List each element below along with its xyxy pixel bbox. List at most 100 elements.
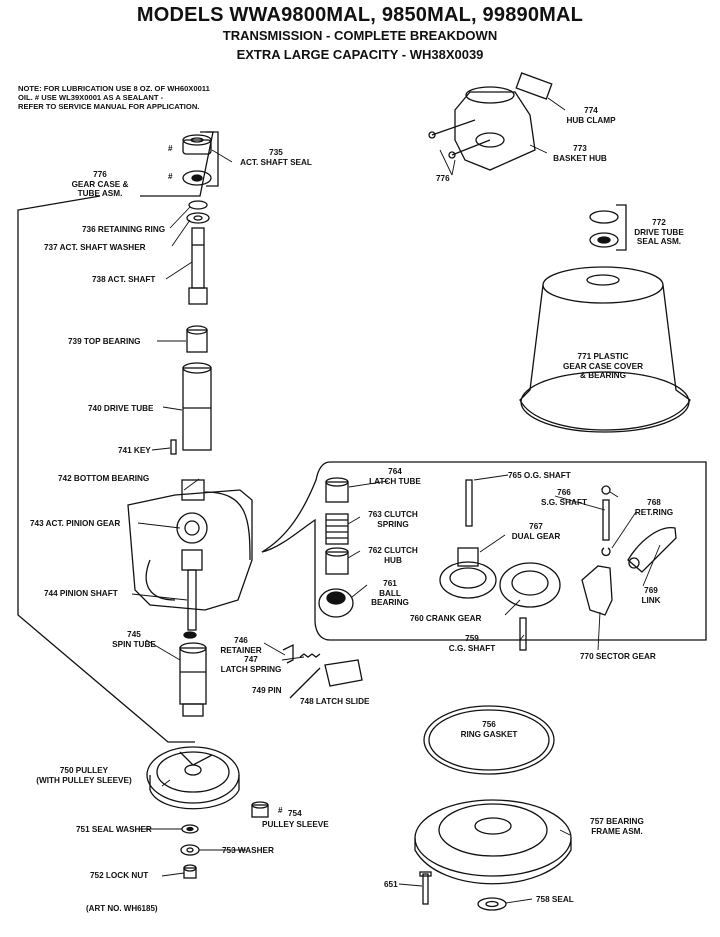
detail-bubble xyxy=(261,461,707,641)
screw xyxy=(419,871,432,905)
label-754-name: PULLEY SLEEVE xyxy=(262,820,329,829)
pulley xyxy=(146,746,240,810)
label-759-name: C.G. SHAFT xyxy=(448,643,496,653)
label-774-name: HUB CLAMP xyxy=(566,115,616,125)
gear-case-bracket xyxy=(17,131,214,743)
label-741: 741 KEY xyxy=(118,446,151,455)
label-772-line1: DRIVE TUBE xyxy=(634,227,684,237)
label-756: 756 RING GASKET xyxy=(454,720,524,739)
label-764a-name: LATCH TUBE xyxy=(369,476,421,486)
label-737: 737 ACT. SHAFT WASHER xyxy=(44,243,146,252)
og-shaft xyxy=(465,479,473,527)
label-747: 747 LATCH SPRING xyxy=(216,655,286,674)
label-745-num: 745 xyxy=(127,630,141,639)
seal-washer xyxy=(181,824,199,834)
cg-shaft xyxy=(519,617,527,651)
label-766: 766 S.G. SHAFT xyxy=(534,488,594,507)
label-757: 757 BEARING FRAME ASM. xyxy=(574,817,660,836)
label-772-line2: SEAL ASM. xyxy=(636,237,682,246)
drive-tube xyxy=(182,362,212,451)
label-742: 742 BOTTOM BEARING xyxy=(58,474,150,483)
label-761-num: 761 xyxy=(383,579,397,588)
label-763: 763 CLUTCH SPRING xyxy=(358,510,428,529)
hash-mark-b: # xyxy=(168,172,173,181)
label-738: 738 ACT. SHAFT xyxy=(92,275,156,284)
label-767-name: DUAL GEAR xyxy=(511,531,561,541)
label-736: 736 RETAINING RING xyxy=(82,225,166,234)
washer xyxy=(180,844,200,856)
label-766-name: S.G. SHAFT xyxy=(541,497,587,507)
label-759: 759 C.G. SHAFT xyxy=(440,634,504,653)
note-line-3: REFER TO SERVICE MANUAL FOR APPLICATION. xyxy=(18,102,200,111)
label-762: 762 CLUTCH HUB xyxy=(358,546,428,565)
act-shaft-seal xyxy=(182,131,219,187)
label-757-name: FRAME ASM. xyxy=(591,826,643,836)
label-764a-num: 764 xyxy=(388,467,402,476)
gear-case-cover xyxy=(519,266,691,433)
label-750-name: (WITH PULLEY SLEEVE) xyxy=(36,775,132,785)
label-772-num: 772 xyxy=(652,218,666,227)
label-761-line2: BEARING xyxy=(371,598,409,607)
clutch-spring xyxy=(325,513,349,545)
hash-mark-a: # xyxy=(168,144,173,153)
diagram-title: MODELS WWA9800MAL, 9850MAL, 99890MAL xyxy=(136,4,584,26)
gear-case-housing xyxy=(127,479,253,639)
label-771-line1: 771 PLASTIC xyxy=(577,352,629,361)
ball-bearing xyxy=(318,588,354,618)
label-743: 743 ACT. PINION GEAR xyxy=(30,519,121,528)
label-752: 752 LOCK NUT xyxy=(90,871,149,880)
label-765: 765 O.G. SHAFT xyxy=(508,471,571,480)
clutch-hub xyxy=(325,547,349,575)
sg-shaft xyxy=(601,485,611,557)
note-line-1: NOTE: FOR LUBRICATION USE 8 OZ. OF WH60X… xyxy=(18,84,210,93)
pulley-sleeve xyxy=(251,801,269,818)
top-bearing xyxy=(186,325,208,353)
label-757-line1: 757 BEARING xyxy=(590,817,644,826)
label-771-line2: GEAR CASE COVER xyxy=(562,361,644,371)
label-768-name: RET.RING xyxy=(634,507,674,517)
label-759-num: 759 xyxy=(465,634,479,643)
label-746: 746 RETAINER xyxy=(216,636,266,655)
latch-tube xyxy=(325,477,349,503)
label-735-name: ACT. SHAFT SEAL xyxy=(240,157,312,167)
label-774: 774 HUB CLAMP xyxy=(560,106,622,125)
bearing-frame xyxy=(414,799,572,885)
label-773-num: 773 xyxy=(573,144,587,153)
dual-gear xyxy=(439,547,497,599)
label-750-line1: 750 PULLEY xyxy=(59,766,109,775)
sector-gear xyxy=(581,565,613,616)
label-735: 735 ACT. SHAFT SEAL xyxy=(234,148,318,167)
drive-tube-seal xyxy=(589,204,627,251)
basket-hub xyxy=(454,72,553,171)
label-762-line1: 762 CLUTCH xyxy=(368,546,418,555)
label-776-gear-case: 776 GEAR CASE & TUBE ASM. xyxy=(64,170,136,199)
label-746-name: RETAINER xyxy=(220,645,262,655)
label-760-crank: 760 CRANK GEAR xyxy=(410,614,482,623)
label-766-num: 766 xyxy=(557,488,571,497)
label-758: 758 SEAL xyxy=(536,895,574,904)
label-768: 768 RET.RING xyxy=(626,498,682,517)
hub-bolts xyxy=(428,119,491,159)
leader-lines xyxy=(131,97,661,904)
label-767: 767 DUAL GEAR xyxy=(504,522,568,541)
label-768-num: 768 xyxy=(647,498,661,507)
label-735-num: 735 xyxy=(269,148,283,157)
label-740: 740 DRIVE TUBE xyxy=(88,404,154,413)
label-756-name: RING GASKET xyxy=(460,729,518,739)
label-776a-num: 776 xyxy=(93,170,107,179)
label-747-name: LATCH SPRING xyxy=(220,664,282,674)
ring-gasket xyxy=(423,705,555,775)
label-739: 739 TOP BEARING xyxy=(68,337,141,346)
hash-mark-c: # xyxy=(278,806,283,815)
label-749: 749 PIN xyxy=(252,686,282,695)
label-745: 745 SPIN TUBE xyxy=(112,630,156,649)
act-shaft xyxy=(188,227,208,305)
label-772: 772 DRIVE TUBE SEAL ASM. xyxy=(628,218,690,247)
label-769: 769 LINK xyxy=(636,586,666,605)
label-754-num: 754 xyxy=(288,809,302,818)
label-763-name: SPRING xyxy=(377,519,409,529)
label-750-pulley: 750 PULLEY (WITH PULLEY SLEEVE) xyxy=(18,766,150,785)
label-762-name: HUB xyxy=(384,555,402,565)
label-744: 744 PINION SHAFT xyxy=(44,589,118,598)
